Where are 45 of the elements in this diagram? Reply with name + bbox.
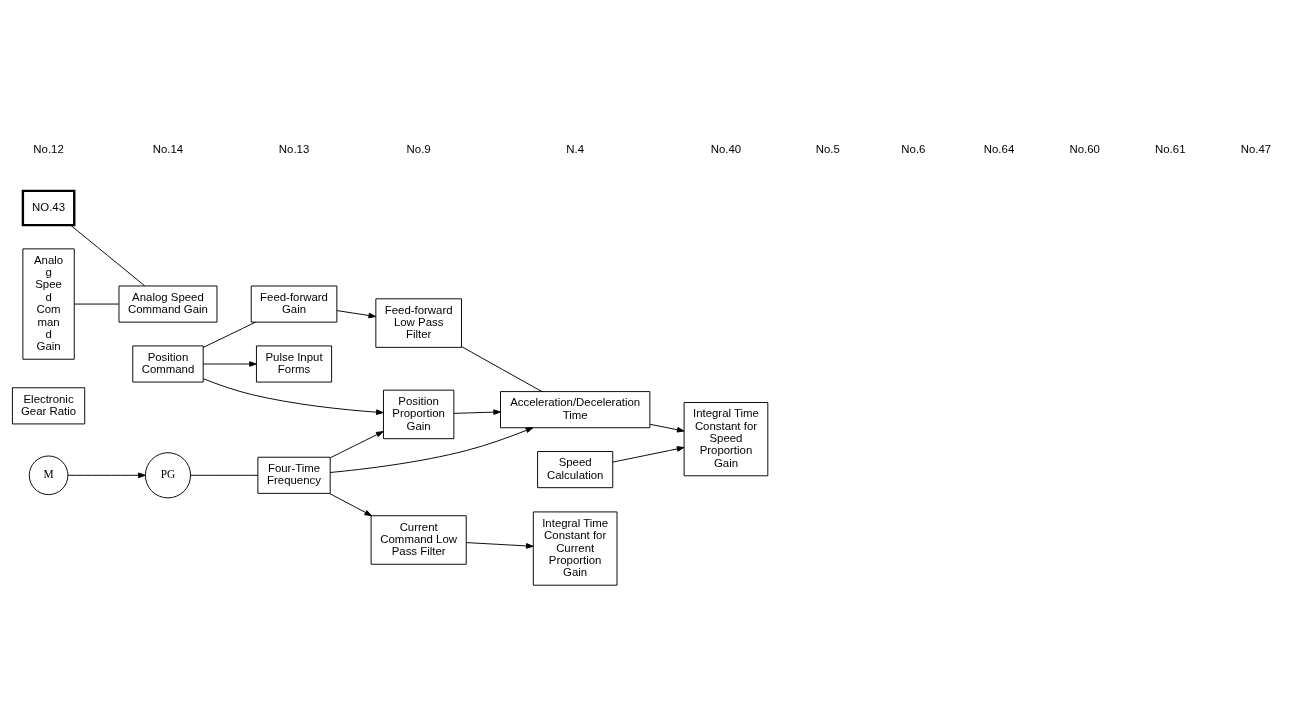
arrow bbox=[336, 310, 377, 319]
label: No.61 bbox=[1155, 142, 1186, 155]
node-box: Electronic Gear Ratio bbox=[11, 387, 86, 425]
arrow bbox=[329, 493, 373, 517]
label: No.13 bbox=[278, 142, 310, 155]
node-box: NO.43 bbox=[21, 189, 76, 227]
arrow bbox=[465, 542, 534, 549]
arrow bbox=[453, 409, 501, 415]
node-box: Pulse Input Forms bbox=[255, 345, 333, 383]
label: No.64 bbox=[983, 142, 1015, 155]
label: No.5 bbox=[815, 142, 840, 155]
arrow bbox=[67, 472, 146, 479]
connector bbox=[70, 224, 146, 287]
node-box: Four-Time Frequency bbox=[257, 456, 331, 494]
connector bbox=[202, 321, 256, 348]
label: No.12 bbox=[33, 142, 64, 155]
label: No.6 bbox=[901, 142, 926, 155]
node-box: Integral Time Constant for Current Proportion Gain bbox=[532, 511, 618, 586]
label: N.4 bbox=[566, 142, 585, 155]
connector bbox=[73, 303, 120, 305]
node-box: Analo g Spee d Com man d Gain bbox=[22, 248, 75, 360]
node-box: Feed-forward Low Pass Filter bbox=[375, 298, 462, 348]
arrow bbox=[202, 361, 257, 367]
label: No.14 bbox=[152, 142, 184, 155]
label: No.60 bbox=[1069, 142, 1100, 155]
label: No.40 bbox=[710, 142, 742, 155]
connector bbox=[461, 346, 543, 392]
node-box: Current Command Low Pass Filter bbox=[370, 515, 467, 565]
label: No.9 bbox=[406, 142, 431, 155]
node-box: Speed Calculation bbox=[537, 451, 614, 489]
node-circle: M bbox=[28, 455, 69, 496]
node-box: Integral Time Constant for Speed Proportion Gain bbox=[683, 402, 769, 477]
node-box: Analog Speed Command Gain bbox=[118, 285, 218, 323]
node-box: Acceleration/Deceleration Time bbox=[500, 391, 651, 429]
node-circle: PG bbox=[144, 452, 192, 499]
connector bbox=[190, 474, 259, 476]
arrow bbox=[612, 446, 685, 463]
node-box: Position Command bbox=[132, 345, 204, 383]
node-box: Position Proportion Gain bbox=[383, 389, 455, 440]
arrow bbox=[649, 423, 685, 433]
arrow bbox=[329, 427, 534, 473]
arrow bbox=[202, 378, 384, 415]
arrow bbox=[330, 431, 384, 459]
node-box: Feed-forward Gain bbox=[250, 285, 338, 323]
label: No.47 bbox=[1240, 142, 1272, 155]
